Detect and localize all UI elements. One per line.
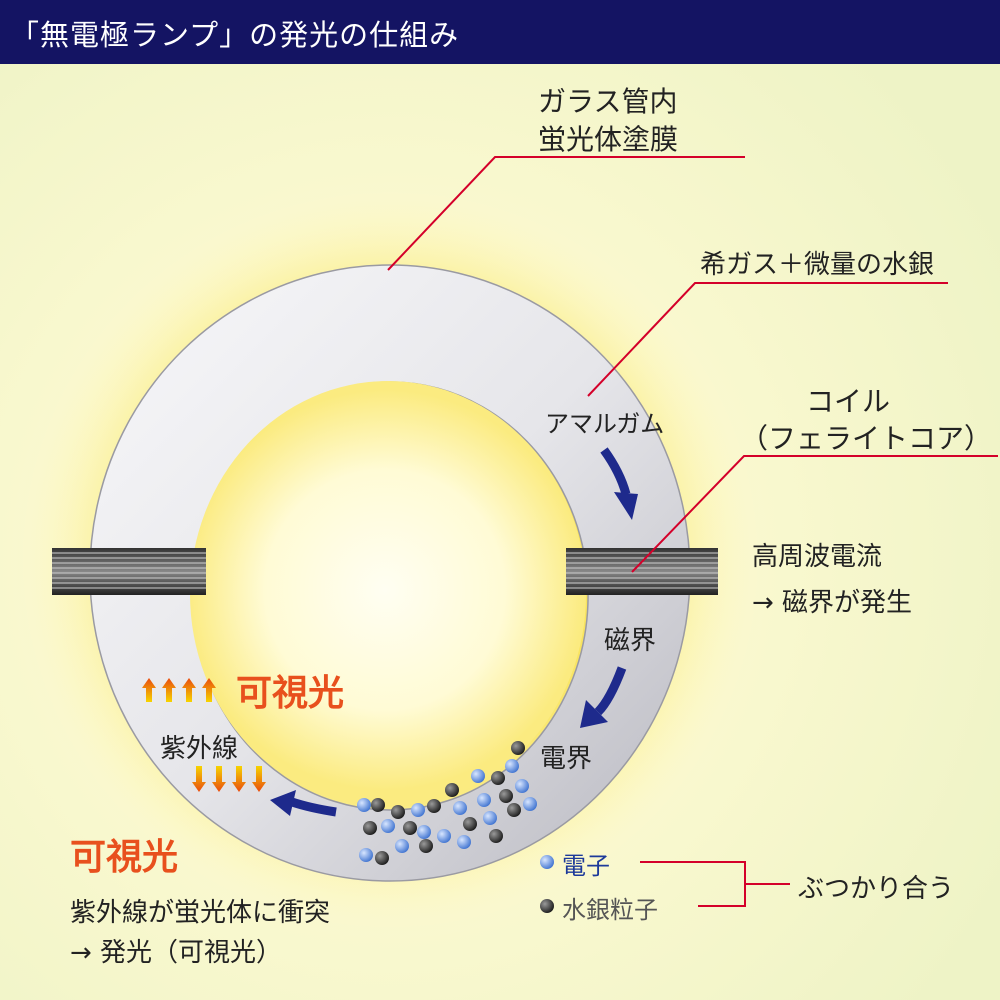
amalgam-arrow — [600, 447, 638, 520]
glass-tube-label: ガラス管内 — [538, 85, 678, 118]
flow-arrows — [270, 447, 638, 817]
visible-light-inner-label: 可視光 — [236, 673, 345, 714]
header-bar: 「無電極ランプ」の発光の仕組み — [0, 0, 1000, 64]
hf-current-label: 高周波電流 — [752, 542, 883, 572]
amalgam-label: アマルガム — [545, 410, 665, 438]
uv-arrows-down — [192, 766, 266, 792]
legend-mercury-dot — [540, 899, 554, 913]
legend-mercury-label: 水銀粒子 — [562, 896, 658, 924]
legend-electron-dot — [540, 855, 554, 869]
phosphor-label: 蛍光体塗膜 — [538, 123, 679, 156]
page-title: 「無電極ランプ」の発光の仕組み — [10, 18, 460, 52]
collide-label: ぶつかり合う — [798, 874, 955, 904]
visible-light-outer-label: 可視光 — [70, 837, 179, 878]
uv-arrows-up — [142, 678, 216, 702]
gas-label: 希ガス＋微量の水銀 — [700, 250, 935, 280]
legend-electron-label: 電子 — [562, 852, 610, 880]
magnetic-generation-label: → 磁界が発生 — [752, 588, 913, 618]
right-coil — [566, 548, 718, 595]
bottom-arrow — [270, 790, 337, 817]
ferrite-label: （フェライトコア） — [740, 422, 993, 455]
explanation-line-1: 紫外線が蛍光体に衝突 — [70, 898, 331, 928]
left-coil — [52, 548, 206, 595]
field-arrow — [580, 666, 627, 728]
diagram-stage: ガラス管内 蛍光体塗膜 希ガス＋微量の水銀 アマルガム コイル （フェライトコア… — [0, 64, 1000, 1000]
leader-lines — [387, 156, 998, 907]
particle-cluster — [357, 741, 537, 865]
uv-label: 紫外線 — [160, 734, 239, 764]
coil-label: コイル — [806, 385, 891, 418]
diagram-svg — [0, 64, 1000, 1000]
explanation-line-2: → 発光（可視光） — [70, 938, 283, 968]
magnetic-field-label: 磁界 — [604, 626, 657, 656]
electric-field-label: 電界 — [540, 744, 593, 774]
lamp-center — [190, 381, 586, 807]
